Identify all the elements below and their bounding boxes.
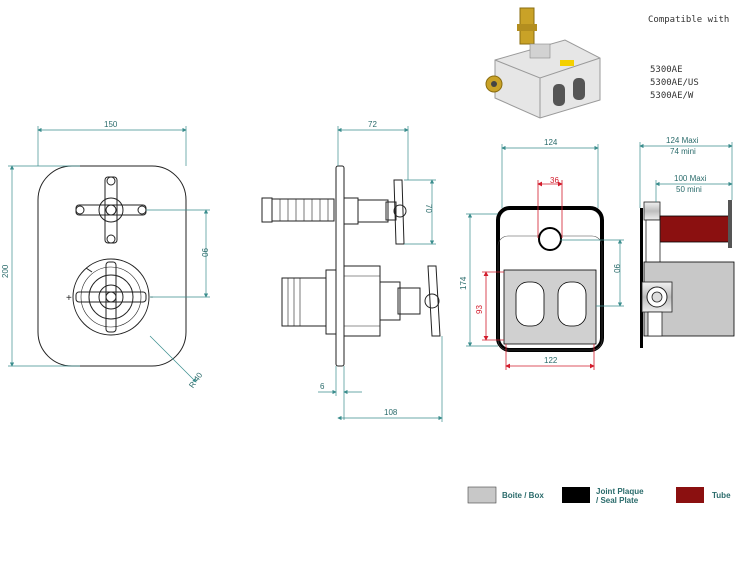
dim-front-radius: R 40 xyxy=(187,370,204,389)
dim-box-hole: 36 xyxy=(550,176,559,185)
dim-side-min: 74 mini xyxy=(670,147,696,156)
dim-side-plate: 6 xyxy=(320,382,325,391)
dim-box-spacing: 90 xyxy=(612,264,621,273)
dim-box-width: 124 xyxy=(544,138,558,147)
legend-swatch-box xyxy=(467,486,497,504)
bottom-handle: + - xyxy=(66,258,153,336)
legend: Boite / Box Joint Plaque / Seal Plate Tu… xyxy=(467,486,731,505)
valve-box-photo xyxy=(485,7,601,119)
top-ribbed-body xyxy=(271,198,335,222)
front-view: + - 150 200 90 R 40 xyxy=(1,120,210,390)
dim-side-spacing: 70 xyxy=(424,204,433,213)
svg-text:+: + xyxy=(66,293,72,304)
svg-text:-: - xyxy=(150,292,153,303)
box-side-view: 124 Maxi 74 mini 100 Maxi 50 mini xyxy=(639,136,735,348)
dim-side-min2: 50 mini xyxy=(676,185,702,194)
dim-side-top: 72 xyxy=(368,120,377,129)
dim-front-height: 200 xyxy=(1,264,10,278)
legend-swatch-tube xyxy=(676,487,704,503)
dim-box-bottom: 122 xyxy=(544,356,558,365)
dim-box-inner-height: 93 xyxy=(475,305,484,314)
legend-label-seal-1: Joint Plaque xyxy=(596,487,644,496)
dim-box-height: 174 xyxy=(459,276,468,290)
legend-swatch-seal xyxy=(562,487,590,503)
legend-label-tube: Tube xyxy=(712,491,731,500)
dim-side-max: 124 Maxi xyxy=(666,136,699,145)
top-handle xyxy=(75,176,147,244)
legend-label-seal-2: / Seal Plate xyxy=(596,496,639,505)
box-front-view: 124 36 174 93 90 122 xyxy=(459,138,624,370)
dim-side-depth: 108 xyxy=(384,408,398,417)
compat-title: Compatible with xyxy=(648,15,729,25)
dim-front-spacing: 90 xyxy=(200,248,209,257)
dim-side-max2: 100 Maxi xyxy=(674,174,707,183)
compat-model-3: 5300AE/W xyxy=(650,91,694,101)
side-view: 72 70 6 108 xyxy=(261,120,443,422)
legend-label-box: Boite / Box xyxy=(502,491,544,500)
compat-model-2: 5300AE/US xyxy=(650,78,699,88)
dim-front-width: 150 xyxy=(104,120,118,129)
compat-model-1: 5300AE xyxy=(650,65,683,75)
